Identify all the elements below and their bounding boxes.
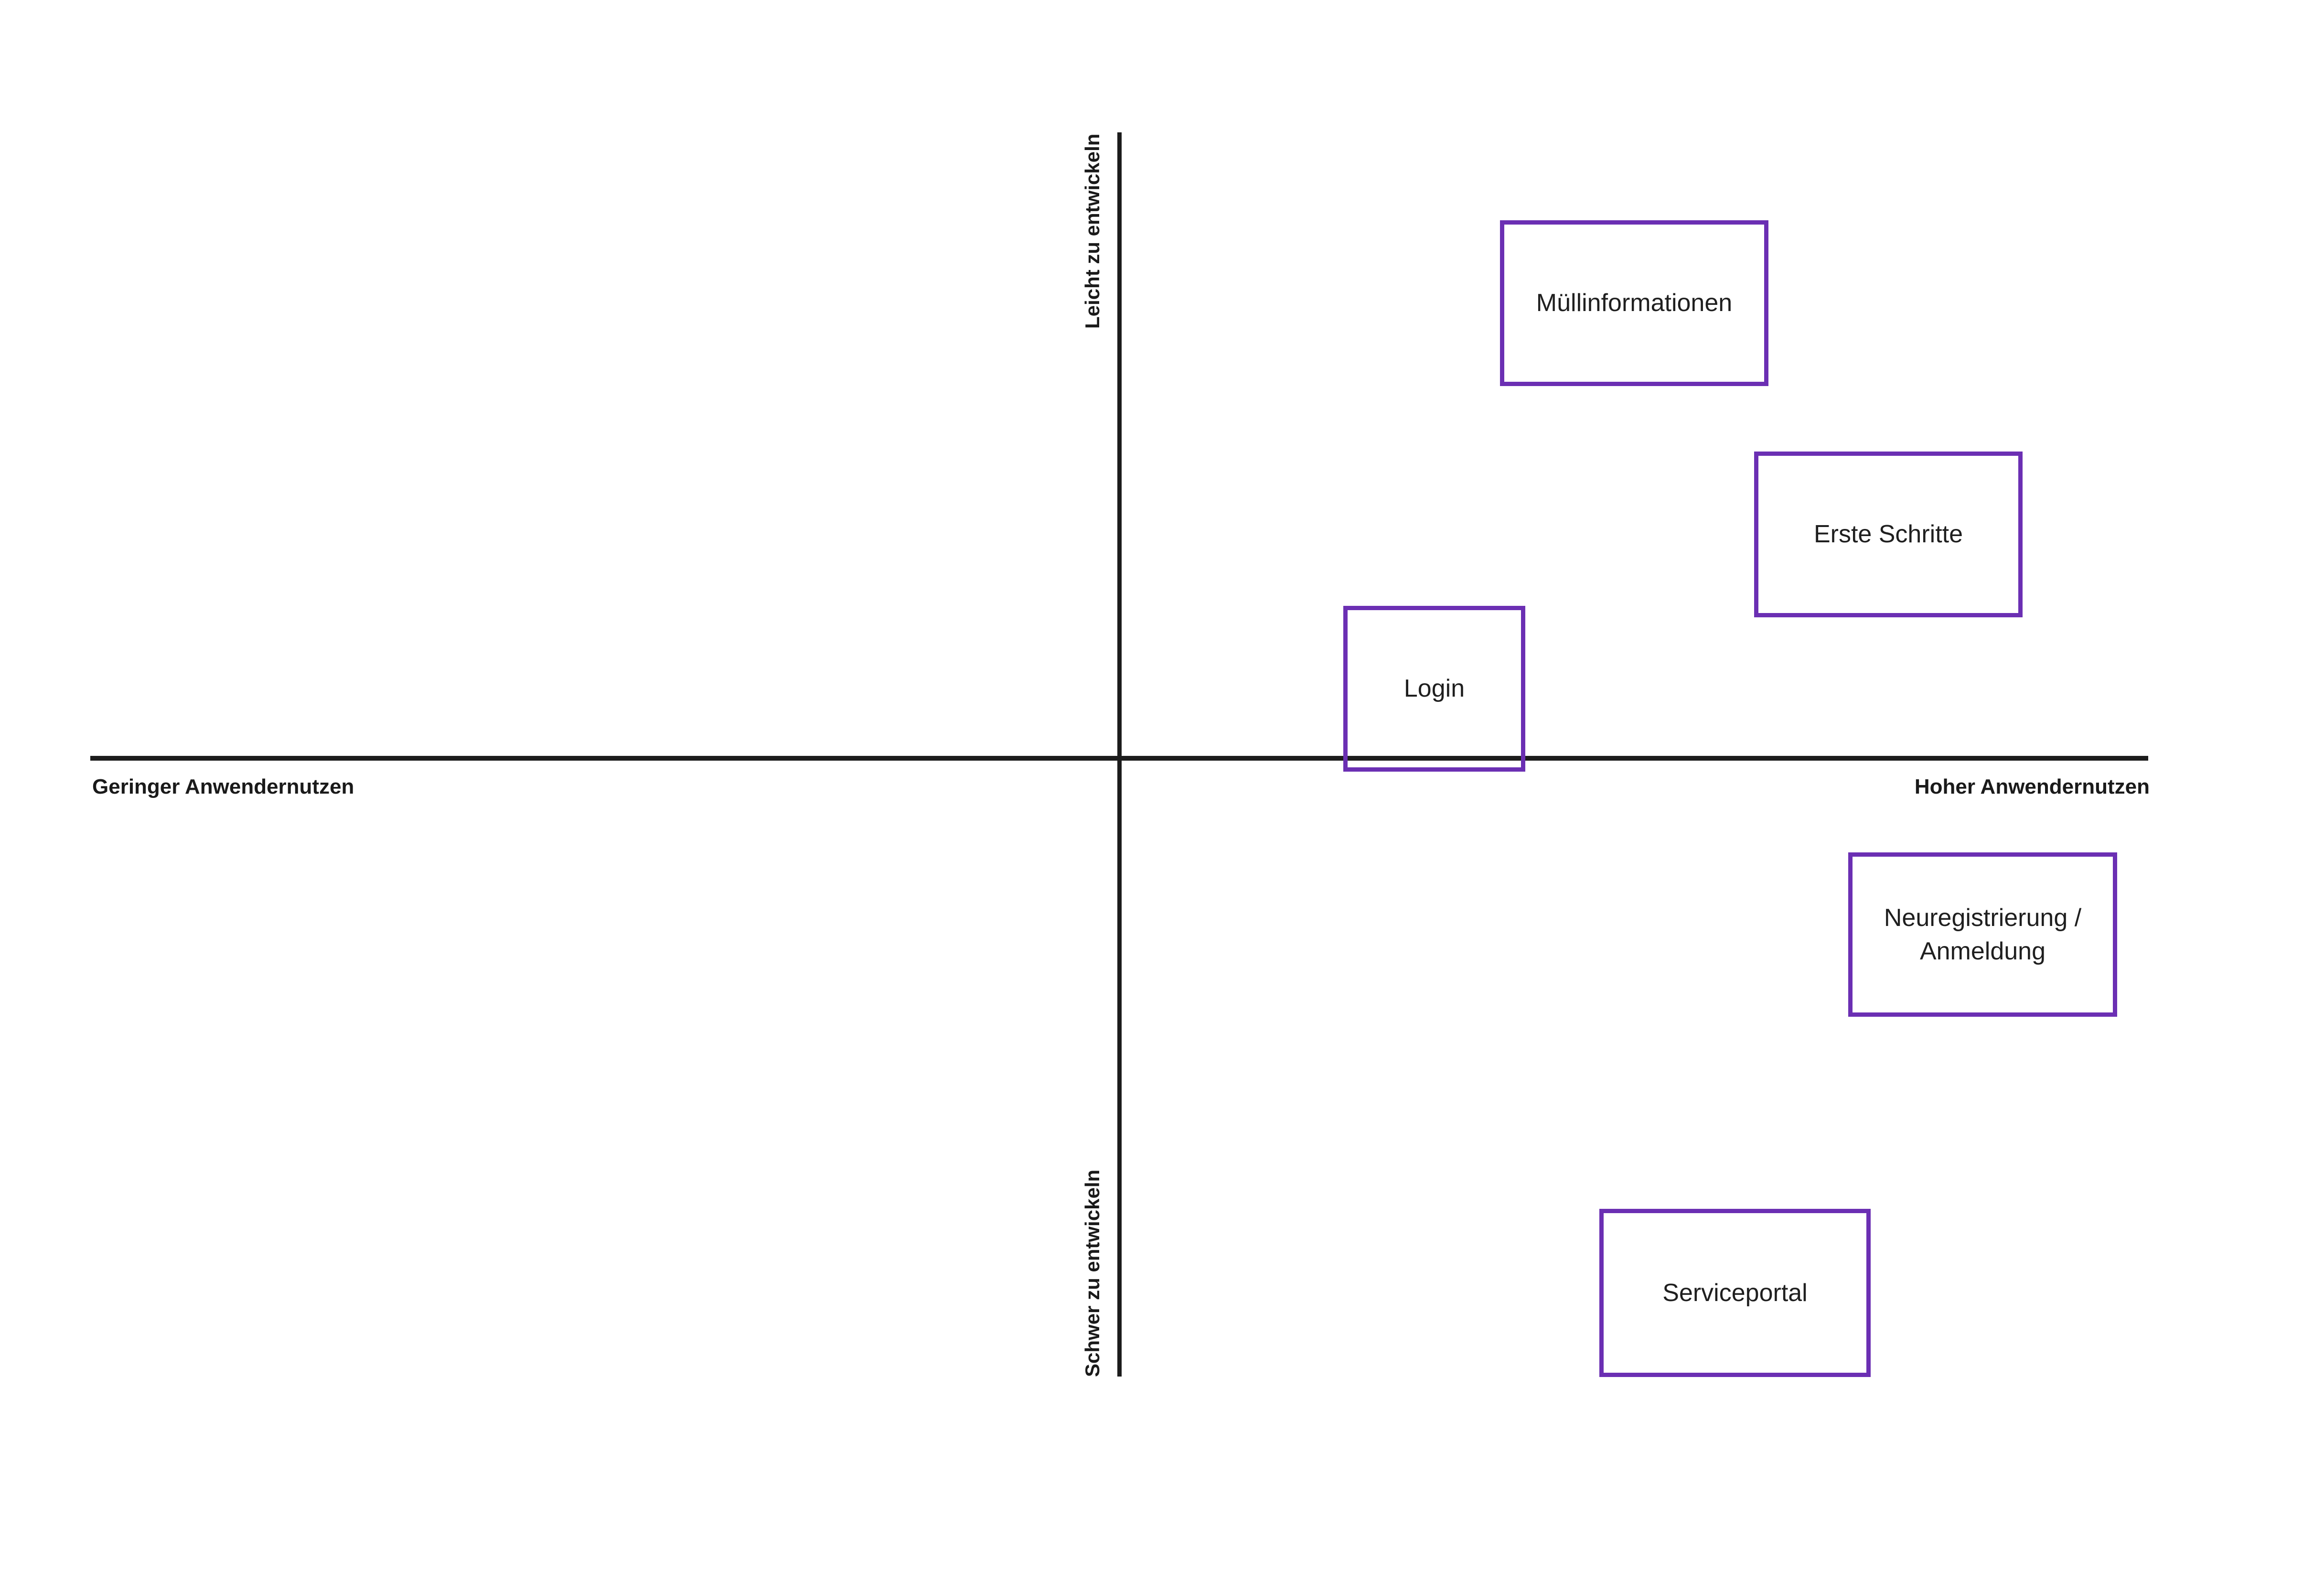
node-label: Erste Schritte	[1813, 520, 1963, 549]
x-axis-min-label: Geringer Anwendernutzen	[92, 775, 354, 798]
x-axis-max-label: Hoher Anwendernutzen	[1914, 775, 2150, 798]
y-axis-max-label: Leicht zu entwickeln	[1081, 133, 1103, 329]
y-axis-line	[1117, 132, 1122, 1377]
node-label: Serviceportal	[1662, 1279, 1808, 1307]
node-label: Login	[1403, 675, 1465, 703]
x-axis-line	[90, 756, 2148, 761]
node-login[interactable]: Login	[1343, 606, 1525, 772]
node-label: Müllinformationen	[1536, 289, 1733, 317]
node-muellinformationen[interactable]: Müllinformationen	[1500, 220, 1768, 386]
node-label: Neuregistrierung / Anmeldung	[1884, 904, 2082, 965]
node-neuregistrierung-anmeldung[interactable]: Neuregistrierung / Anmeldung	[1848, 852, 2117, 1017]
y-axis-min-label: Schwer zu entwickeln	[1081, 1169, 1103, 1377]
node-erste-schritte[interactable]: Erste Schritte	[1754, 452, 2023, 617]
node-serviceportal[interactable]: Serviceportal	[1599, 1209, 1871, 1377]
